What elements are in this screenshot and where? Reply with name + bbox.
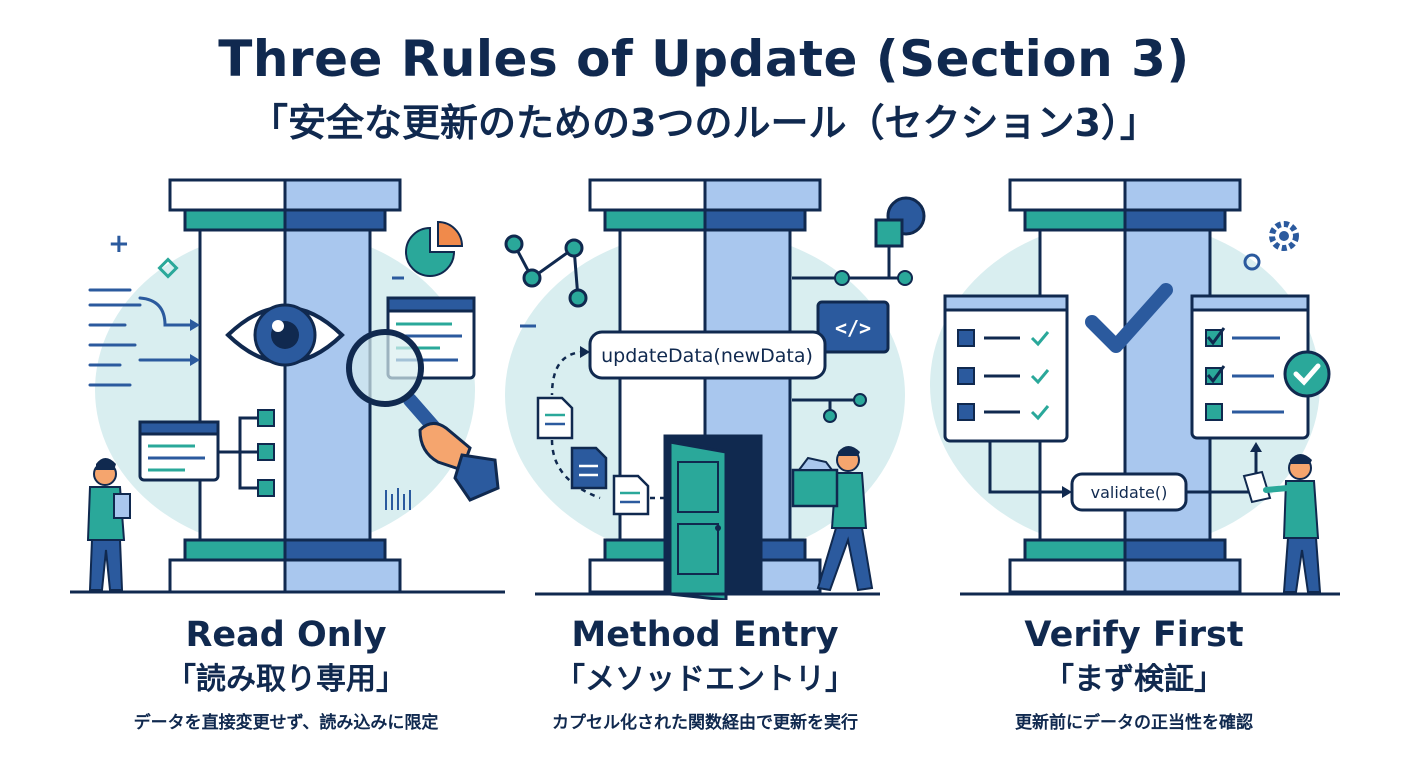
- function-call-label: updateData(newData): [588, 330, 827, 380]
- node-icon: [823, 409, 837, 423]
- checklist-window-icon: [1190, 294, 1310, 440]
- person-figure: [86, 458, 131, 591]
- network-graph-icon: [504, 234, 588, 308]
- document-icon: [570, 446, 608, 490]
- panel-description: カプセル化された関数経由で更新を実行: [552, 713, 858, 733]
- node-icon: [834, 270, 850, 286]
- gear-icon: [1269, 221, 1299, 251]
- circle-decor: [1243, 253, 1261, 271]
- panel-title: Method Entry: [571, 615, 839, 655]
- document-icon: [612, 474, 650, 516]
- panel-verify-first-illustration: validate(): [930, 178, 1340, 596]
- panel-read-only-illustration: +: [70, 178, 505, 594]
- page-title: Three Rules of Update (Section 3): [218, 30, 1190, 88]
- panel-description: 更新前にデータの正当性を確認: [1015, 713, 1253, 733]
- svg-text:</>: </>: [835, 316, 871, 340]
- checklist-window-icon: [943, 294, 1069, 443]
- eye-icon: [225, 303, 345, 367]
- panel-description: データを直接変更せず、読み込みに限定: [133, 713, 439, 733]
- tree-connector: [218, 416, 258, 490]
- barcode-decor: [385, 488, 411, 510]
- page-subtitle: 「安全な更新のための3つのルール（セクション3）」: [250, 101, 1158, 145]
- panel-subtitle: 「まず検証」: [1044, 662, 1224, 697]
- panel-subtitle: 「読み取り専用」: [166, 662, 406, 697]
- validate-call-text: validate(): [1091, 483, 1168, 502]
- hand-icon: [418, 422, 500, 502]
- data-stream-lines: [88, 288, 192, 387]
- magnifying-glass-icon: [346, 329, 452, 447]
- arrow-icon: [1250, 442, 1262, 452]
- arrow-icon: [1062, 486, 1072, 498]
- diamond-icon: [157, 257, 179, 279]
- panel-method-entry-caption: Method Entry 「メソッドエントリ」 カプセル化された関数経由で更新を…: [485, 614, 925, 736]
- panel-title: Read Only: [185, 615, 387, 655]
- node-icon: [257, 409, 275, 427]
- panel-verify-first-caption: Verify First 「まず検証」 更新前にデータの正当性を確認: [914, 614, 1354, 736]
- panel-subtitle: 「メソッドエントリ」: [555, 662, 855, 697]
- node-icon: [257, 443, 275, 461]
- door-icon: [663, 434, 763, 600]
- pie-chart-icon: [405, 220, 464, 277]
- arrow-icon: [190, 319, 200, 366]
- node-icon: [897, 270, 913, 286]
- document-icon: [536, 396, 574, 440]
- code-tag-icon: </>: [816, 300, 890, 354]
- plus-icon: +: [108, 229, 130, 259]
- person-carrying-box-figure: [791, 446, 874, 592]
- node-icon: [853, 393, 867, 407]
- node-icon: [257, 479, 275, 497]
- panel-read-only-caption: Read Only 「読み取り専用」 データを直接変更せず、読み込みに限定: [66, 614, 506, 736]
- validate-call-label: validate(): [1070, 472, 1188, 512]
- panel-method-entry-illustration: </> updateData(newData): [504, 178, 926, 600]
- checkmark-icon: [1085, 283, 1173, 353]
- function-call-text: updateData(newData): [601, 345, 813, 367]
- arrow-icon: [580, 346, 590, 358]
- person-holding-document-figure: [1242, 454, 1322, 593]
- shapes-icon: [874, 196, 926, 248]
- illustration-canvas: +: [70, 178, 1340, 600]
- code-window-icon: [138, 420, 220, 482]
- success-check-icon: [1283, 350, 1331, 398]
- panel-title: Verify First: [1024, 615, 1244, 655]
